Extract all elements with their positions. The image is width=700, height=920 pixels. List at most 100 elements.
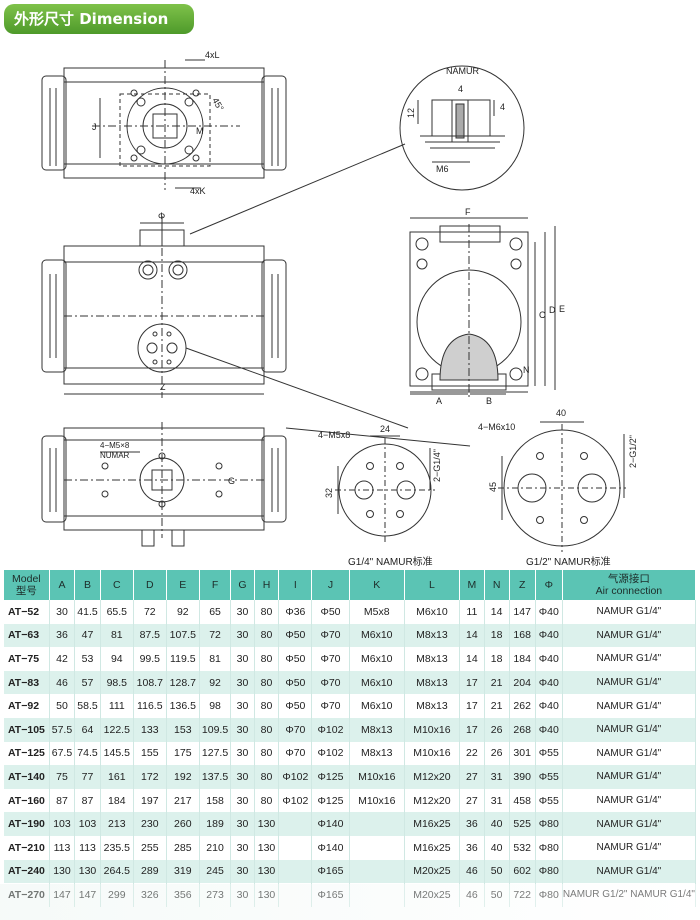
- table-cell: [278, 812, 313, 836]
- table-cell: 30: [230, 647, 255, 671]
- table-cell: 65: [199, 600, 232, 624]
- table-cell: 18: [484, 647, 510, 671]
- label-g: G: [228, 476, 235, 486]
- label-dim-4-side: 4: [500, 102, 505, 112]
- table-cell: 30: [230, 859, 255, 884]
- table-cell: 18: [484, 623, 510, 648]
- table-cell: 172: [133, 765, 167, 789]
- header-line-1: Model: [12, 573, 41, 585]
- table-cell: 14: [459, 647, 485, 671]
- table-cell: Φ40: [535, 694, 563, 718]
- table-cell: 147: [509, 600, 536, 624]
- model-cell: AT−160: [4, 788, 50, 813]
- table-cell: 30: [230, 717, 255, 742]
- label-f: F: [465, 207, 471, 217]
- header-line-1: G: [238, 579, 247, 591]
- header-line-1: I: [293, 579, 297, 591]
- table-cell: 36: [459, 835, 485, 860]
- table-cell: 30: [230, 788, 255, 813]
- table-cell: Φ140: [311, 812, 350, 836]
- table-cell: 285: [166, 835, 200, 860]
- table-cell: 57: [74, 670, 101, 695]
- table-cell: 161: [100, 765, 134, 789]
- table-cell: 130: [74, 859, 101, 884]
- header-line-1: J: [327, 579, 334, 591]
- table-cell: 319: [166, 859, 200, 884]
- bottom-view-drawing: [41, 422, 287, 547]
- table-cell: 98.5: [100, 670, 134, 695]
- table-cell: 299: [100, 883, 134, 907]
- table-cell: Φ70: [311, 694, 350, 718]
- table-cell: Φ102: [311, 717, 350, 742]
- table-cell: 64: [74, 717, 101, 742]
- header-line-1: K: [373, 579, 381, 591]
- table-cell: Φ55: [535, 788, 563, 813]
- table-header-cell: E: [166, 570, 200, 600]
- label-holes-large: 4−M6x10: [478, 422, 515, 432]
- table-cell: 65.5: [100, 600, 134, 624]
- label-n: N: [523, 365, 530, 375]
- table-cell: 31: [484, 788, 510, 813]
- table-cell: M10x16: [349, 788, 405, 813]
- table-cell: Φ102: [278, 788, 313, 813]
- table-cell: 103: [49, 812, 76, 836]
- table-cell: 27: [459, 765, 485, 789]
- table-cell: 31: [484, 765, 510, 789]
- table-cell: 30: [230, 835, 255, 860]
- model-cell: AT−240: [4, 859, 50, 884]
- table-cell: 189: [199, 812, 232, 836]
- table-cell: M10x16: [404, 741, 460, 766]
- header-line-1: C: [113, 579, 121, 591]
- table-cell: 21: [484, 694, 510, 718]
- table-cell: 128.7: [166, 670, 200, 695]
- model-cell: AT−270: [4, 883, 50, 907]
- table-cell: Φ80: [535, 812, 563, 836]
- table-cell: Φ140: [311, 835, 350, 860]
- model-cell: AT−210: [4, 835, 50, 860]
- model-cell: AT−63: [4, 623, 50, 648]
- table-cell: 245: [199, 859, 232, 884]
- header-line-1: D: [146, 579, 154, 591]
- table-cell: Φ70: [278, 717, 313, 742]
- table-cell: 184: [100, 788, 134, 813]
- table-cell: [349, 883, 405, 907]
- table-cell: M20x25: [404, 883, 460, 907]
- table-cell: 94: [100, 647, 134, 671]
- table-cell: Φ80: [535, 835, 563, 860]
- table-cell: M6x10: [349, 670, 405, 695]
- table-cell: Φ102: [311, 741, 350, 766]
- air-connection-cell: NAMUR G1/4": [562, 741, 697, 766]
- table-cell: [278, 859, 313, 884]
- table-cell: 75: [49, 765, 76, 789]
- label-d: D: [549, 305, 556, 315]
- table-cell: 46: [49, 670, 76, 695]
- table-cell: 326: [133, 883, 167, 907]
- label-j: J: [92, 122, 97, 132]
- table-header-cell: L: [404, 570, 460, 600]
- table-cell: M6x10: [349, 623, 405, 648]
- table-cell: 30: [230, 883, 255, 907]
- label-dim-24: 24: [380, 424, 390, 434]
- table-cell: 145.5: [100, 741, 134, 766]
- table-cell: 80: [254, 623, 280, 648]
- table-cell: 30: [230, 741, 255, 766]
- table-cell: 30: [230, 623, 255, 648]
- header-line-1: H: [262, 579, 271, 591]
- label-4xl: 4xL: [205, 50, 220, 60]
- label-e: E: [559, 304, 565, 314]
- table-cell: Φ165: [311, 859, 350, 884]
- table-cell: 17: [459, 670, 485, 695]
- table-cell: 119.5: [166, 647, 200, 671]
- table-cell: 168: [509, 623, 536, 648]
- table-cell: Φ70: [311, 670, 350, 695]
- table-cell: 81: [199, 647, 232, 671]
- table-cell: 50: [484, 859, 510, 884]
- table-cell: 36: [459, 812, 485, 836]
- table-header-cell: K: [349, 570, 405, 600]
